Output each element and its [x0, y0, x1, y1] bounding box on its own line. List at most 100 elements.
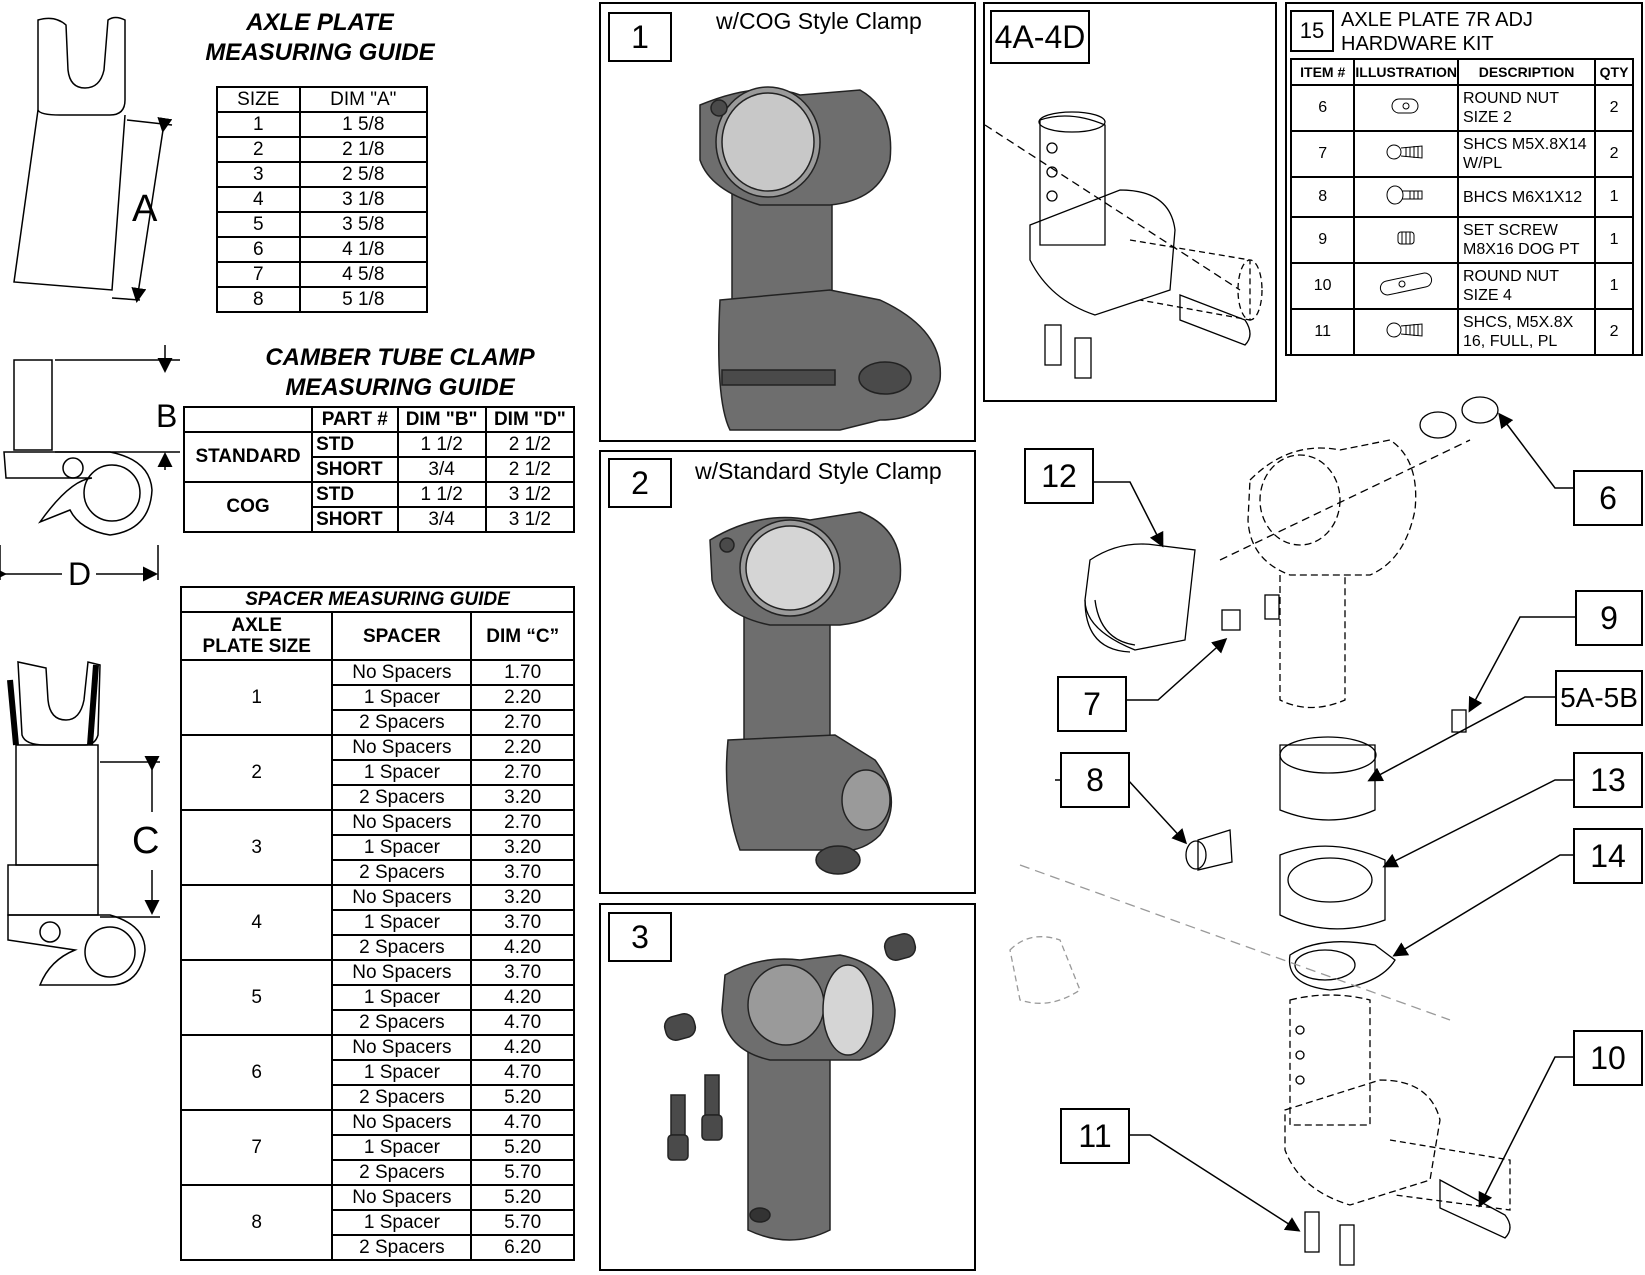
- spacer-guide-cell: 1 Spacer: [331, 984, 473, 1011]
- panel-3-number: 3: [608, 912, 672, 962]
- kit-qty-cell: 1: [1594, 176, 1634, 218]
- spacer-size-cell: 1: [179, 659, 334, 736]
- spacer-guide-cell: 2.20: [470, 734, 575, 761]
- spacer-guide-cell: 5.20: [470, 1184, 575, 1211]
- kit-header-cell: QTY: [1594, 58, 1634, 86]
- spacer-assembly-drawing: [7, 661, 160, 986]
- spacer-guide-cell: 2 Spacers: [331, 1084, 473, 1111]
- kit-header-cell: ILLUSTRATION: [1353, 58, 1459, 86]
- kit-qty-cell: 2: [1594, 308, 1634, 356]
- spacer-guide-cell: No Spacers: [331, 884, 473, 911]
- kit-description-cell: BHCS M6X1X12: [1456, 176, 1597, 218]
- spacer-guide-cell: 2.20: [470, 684, 575, 711]
- kit-desc-line2: M8X16 DOG PT: [1463, 241, 1580, 258]
- axle-guide-title-line1: AXLE PLATE: [246, 9, 394, 36]
- axle-guide-cell: 7: [216, 261, 301, 288]
- camber-guide-title-line1: CAMBER TUBE CLAMP: [265, 344, 535, 371]
- spacer-size-cell: 4: [179, 884, 334, 961]
- axle-guide-cell: 4 1/8: [298, 236, 429, 263]
- spacer-guide-cell: 1 Spacer: [331, 759, 473, 786]
- axle-guide-cell: 1 5/8: [298, 111, 429, 138]
- spacer-guide-cell: 2 Spacers: [331, 1009, 473, 1036]
- kit-desc-line1: SHCS, M5X.8X: [1463, 314, 1574, 331]
- spacer-guide-cell: 3.70: [470, 959, 575, 986]
- axle-guide-cell: 4 5/8: [298, 261, 429, 288]
- axle-plate-drawing: [13, 16, 173, 301]
- kit-header-cell: DESCRIPTION: [1456, 58, 1597, 86]
- spacer-guide-cell: 3.20: [470, 784, 575, 811]
- panel-2: [599, 450, 976, 894]
- callout-11: 11: [1060, 1108, 1130, 1164]
- kit-title: AXLE PLATE 7R ADJ HARDWARE KIT: [1341, 8, 1533, 56]
- kit-item-cell: 11: [1289, 308, 1356, 356]
- axle-guide-cell: 5 1/8: [298, 286, 429, 313]
- kit-description-cell: SET SCREW M8X16 DOG PT: [1456, 216, 1597, 264]
- kit-title-line1: AXLE PLATE 7R ADJ: [1341, 9, 1533, 31]
- kit-desc-line1: SET SCREW: [1463, 222, 1558, 239]
- round-nut-large-icon: [1353, 262, 1459, 310]
- axle-guide-cell: 3 5/8: [298, 211, 429, 238]
- camber-guide-cell: SHORT: [311, 456, 399, 483]
- spacer-guide-cell: 5.20: [470, 1134, 575, 1161]
- spacer-guide-header-cell: DIM “C”: [470, 611, 575, 661]
- panel-4a-4d: [983, 2, 1277, 402]
- spacer-size-cell: 3: [179, 809, 334, 886]
- camber-guide-cell: 3 1/2: [484, 506, 576, 533]
- kit-qty-cell: 2: [1594, 84, 1634, 132]
- camber-guide-title: CAMBER TUBE CLAMP MEASURING GUIDE: [235, 343, 565, 403]
- panel-4-number: 4A-4D: [990, 10, 1090, 64]
- spacer-guide-title: SPACER MEASURING GUIDE: [180, 586, 575, 613]
- camber-guide-cell: 1 1/2: [396, 481, 487, 508]
- kit-desc-line1: ROUND NUT: [1463, 90, 1559, 107]
- spacer-size-cell: 8: [179, 1184, 334, 1261]
- spacer-guide-cell: 2.70: [470, 809, 575, 836]
- spacer-guide-cell: 4.70: [470, 1009, 575, 1036]
- spacer-guide-cell: No Spacers: [331, 1184, 473, 1211]
- spacer-size-cell: 2: [179, 734, 334, 811]
- spacer-guide-cell: 2 Spacers: [331, 784, 473, 811]
- kit-qty-cell: 1: [1594, 216, 1634, 264]
- kit-desc-line2: SIZE 4: [1463, 287, 1512, 304]
- axle-plate-hardware-part: [663, 933, 917, 1241]
- spacer-guide-cell: 6.20: [470, 1234, 575, 1261]
- camber-group-name: COG: [182, 481, 314, 533]
- set-screw-icon: [1353, 216, 1459, 264]
- spacer-guide-cell: 4.70: [470, 1109, 575, 1136]
- callout-6: 6: [1573, 470, 1643, 526]
- callout-14: 14: [1573, 828, 1643, 884]
- spacer-guide-cell: 3.70: [470, 859, 575, 886]
- spacer-guide-cell: 5.70: [470, 1209, 575, 1236]
- spacer-guide-cell: No Spacers: [331, 1109, 473, 1136]
- camber-guide-header-row: PART #DIM "B"DIM "D": [182, 406, 576, 433]
- axle-guide-cell: 4: [216, 186, 301, 213]
- spacer-guide-cell: 2 Spacers: [331, 859, 473, 886]
- camber-guide-cell: 2 1/2: [484, 431, 576, 458]
- spacer-guide-cell: 3.20: [470, 834, 575, 861]
- kit-desc-line2: SIZE 2: [1463, 109, 1512, 126]
- spacer-guide-cell: 2 Spacers: [331, 709, 473, 736]
- spacer-guide-cell: 1 Spacer: [331, 684, 473, 711]
- socket-head-screw-icon: [1353, 130, 1459, 178]
- panel-1: [599, 2, 976, 442]
- spacer-guide-cell: 2.70: [470, 709, 575, 736]
- camber-guide-cell: SHORT: [311, 506, 399, 533]
